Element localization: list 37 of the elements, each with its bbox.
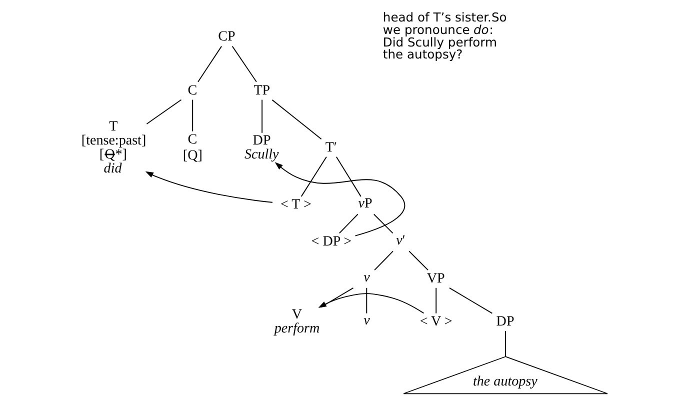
node-text: T [tense:past] [Q*] did — [81, 118, 146, 177]
arrow — [145, 171, 273, 203]
arrow — [274, 162, 406, 236]
connector — [505, 330, 506, 357]
connector — [366, 287, 368, 314]
node-text: vP — [358, 196, 372, 212]
node-text: DP — [496, 313, 514, 330]
connector — [436, 287, 437, 314]
node-text: VP — [426, 270, 445, 286]
node-text: v — [364, 270, 370, 286]
connector — [192, 99, 194, 132]
connector — [146, 99, 182, 124]
label: head of T’s sister.So we pronounce do: Did Scully perform the autopsy? — [382, 10, 507, 62]
node-text: < DP > — [311, 233, 352, 250]
node-text: < T > — [280, 196, 312, 213]
node-text: DP Scully — [244, 132, 279, 162]
connector — [300, 156, 327, 197]
connector — [272, 99, 322, 140]
connector — [232, 46, 257, 82]
connector — [336, 156, 362, 197]
node-text: v — [364, 312, 370, 329]
connector — [449, 287, 493, 314]
connector — [408, 250, 428, 271]
node-text: v′ — [396, 232, 406, 249]
connector — [373, 214, 394, 234]
node-text: V perform — [274, 306, 320, 337]
connector — [262, 99, 263, 134]
node-text: CP — [218, 28, 236, 45]
node-text: C — [188, 82, 198, 98]
node-text: < V > — [420, 313, 452, 330]
node-text: C [Q] — [182, 132, 202, 164]
node-text: TP — [254, 82, 270, 98]
node-text: T′ — [325, 139, 337, 156]
connector — [198, 46, 222, 82]
connector — [374, 250, 394, 271]
arrow — [318, 293, 424, 314]
connector — [338, 214, 358, 234]
